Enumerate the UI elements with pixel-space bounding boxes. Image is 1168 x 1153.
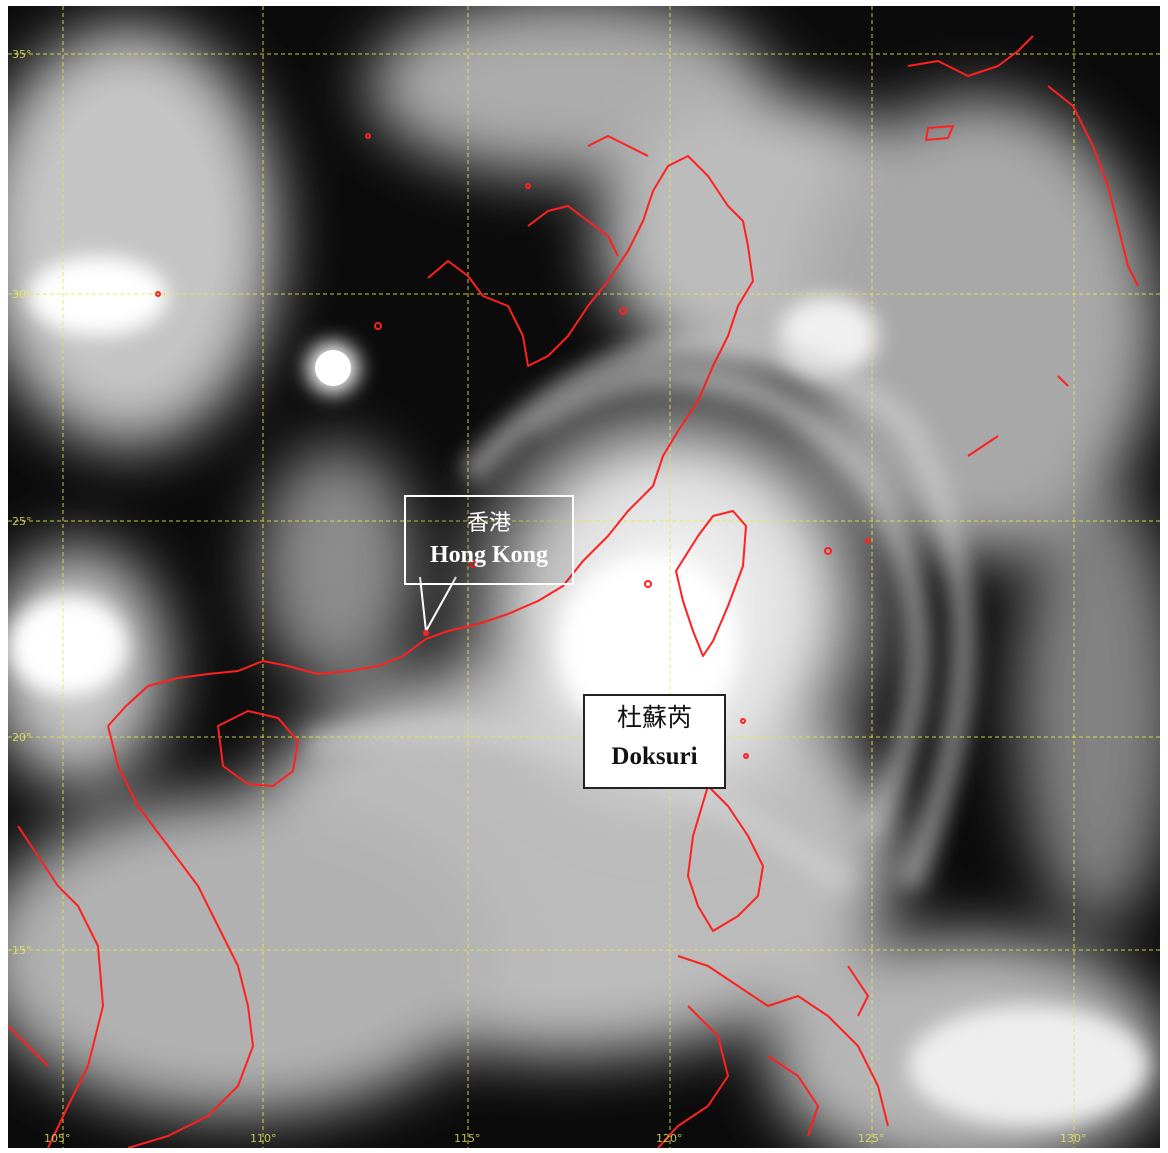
satellite-map: 35° 30° 25° 20° 15° 105° 110° 115° 120° … (8, 6, 1160, 1148)
lat-label-35: 35° (12, 48, 32, 61)
doksuri-label-en: Doksuri (611, 743, 698, 770)
lat-label-20: 20° (12, 731, 32, 744)
hong-kong-marker (423, 630, 429, 636)
lat-lon-grid (8, 6, 1160, 1148)
lon-label-120: 120° (656, 1132, 683, 1145)
lat-label-15: 15° (12, 944, 32, 957)
lat-label-25: 25° (12, 515, 32, 528)
doksuri-label: 杜蘇芮 Doksuri (583, 694, 726, 789)
lon-label-130: 130° (1060, 1132, 1087, 1145)
hong-kong-label-zh: 香港 (466, 510, 511, 535)
lon-label-125: 125° (858, 1132, 885, 1145)
coastlines (8, 35, 1139, 1148)
longitude-labels: 105° 110° 115° 120° 125° 130° (44, 1132, 1087, 1145)
lon-label-110: 110° (250, 1132, 277, 1145)
latitude-labels: 35° 30° 25° 20° 15° (12, 48, 32, 957)
doksuri-label-zh: 杜蘇芮 (616, 705, 692, 732)
hong-kong-label-en: Hong Kong (429, 542, 549, 568)
lat-label-30: 30° (12, 288, 32, 301)
lon-label-105: 105° (44, 1132, 71, 1145)
satellite-imagery: 35° 30° 25° 20° 15° 105° 110° 115° 120° … (8, 6, 1160, 1148)
hong-kong-label: 香港 Hong Kong (404, 495, 574, 585)
lon-label-115: 115° (454, 1132, 481, 1145)
